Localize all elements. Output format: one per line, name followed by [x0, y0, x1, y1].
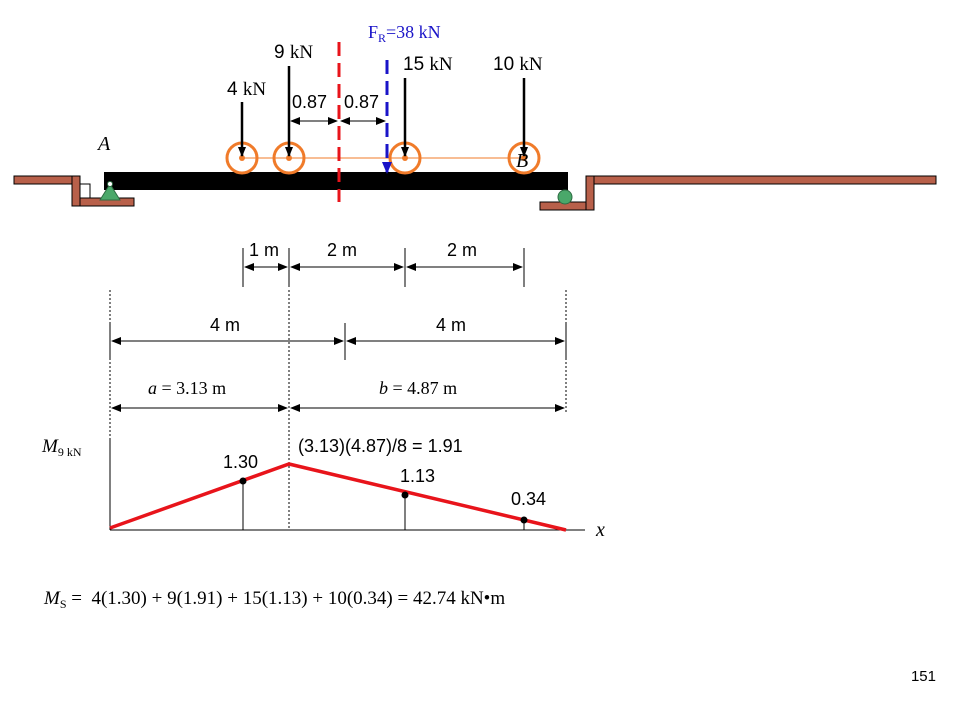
support-label-a: A: [96, 133, 111, 155]
offset-label-left: 0.87: [292, 92, 327, 112]
ordinate-dot-1: [239, 477, 247, 485]
spacing-label-3: 2 m: [447, 240, 477, 260]
load-label-15kn: 15 kN: [403, 54, 453, 75]
segment-label-b: b = 4.87 m: [379, 378, 457, 398]
load-label-4kn: 4 kN: [227, 79, 266, 100]
pin-support-a: [99, 181, 121, 201]
spacing-dimensions: [242, 248, 525, 287]
influence-x-label: x: [595, 519, 605, 541]
offset-label-right: 0.87: [344, 92, 379, 112]
ordinate-dot-2: [401, 491, 409, 499]
ordinate-label-1: 1.30: [223, 452, 258, 472]
resultant-label: FR=38 kN: [368, 22, 441, 45]
half-span-label-left: 4 m: [210, 315, 240, 335]
load-label-10kn: 10 kN: [493, 54, 543, 75]
half-span-label-right: 4 m: [436, 315, 466, 335]
spacing-label-2: 2 m: [327, 240, 357, 260]
load-label-9kn: 9 kN: [274, 42, 313, 63]
segment-label-a: a = 3.13 m: [148, 378, 226, 398]
influence-axis-label: M9 kN: [41, 436, 82, 459]
peak-formula: (3.13)(4.87)/8 = 1.91: [298, 436, 463, 456]
ordinate-label-2: 1.13: [400, 466, 435, 486]
ordinate-label-3: 0.34: [511, 489, 546, 509]
ground-right: [539, 175, 937, 211]
half-span-dimensions: [109, 323, 567, 360]
roller-support-b: [557, 189, 573, 205]
influence-line: [109, 462, 567, 532]
support-label-b: B: [516, 150, 528, 172]
ordinate-dot-3: [520, 516, 528, 524]
page-number: 151: [911, 668, 936, 685]
beam: [104, 172, 568, 190]
result-equation: MS = 4(1.30) + 9(1.91) + 15(1.13) + 10(0…: [43, 588, 505, 611]
spacing-label-1: 1 m: [249, 240, 279, 260]
